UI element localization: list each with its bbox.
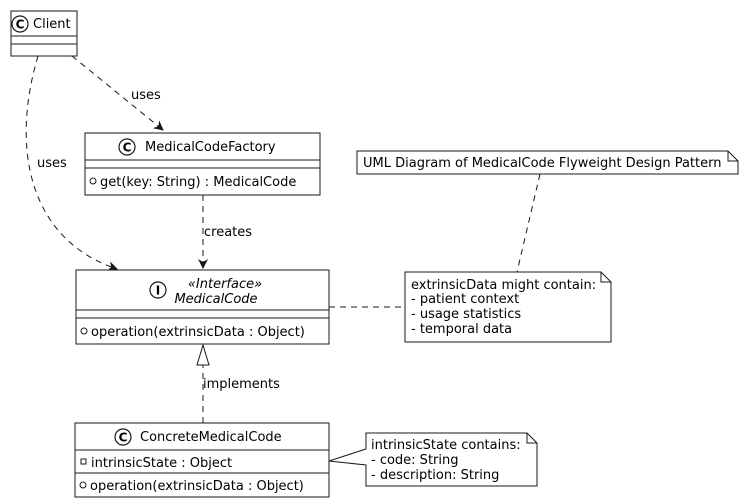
note-line: - code: String <box>371 453 458 468</box>
public-visibility-icon <box>80 327 88 335</box>
edge-label-client-interface: uses <box>37 156 67 171</box>
interface-medical-code[interactable]: I «Interface» MedicalCode operation(extr… <box>75 269 330 345</box>
edge-client-interface <box>25 55 118 271</box>
public-visibility-icon <box>79 481 87 489</box>
note-link-title-extrinsic <box>516 173 541 273</box>
attribute-intrinsic-state: intrinsicState : Object <box>91 456 232 471</box>
note-intrinsic-state: intrinsicState contains: - code: String … <box>328 432 538 487</box>
class-name: MedicalCodeFactory <box>145 140 276 155</box>
note-line: extrinsicData might contain: <box>411 278 596 293</box>
realization-triangle <box>196 343 210 366</box>
edge-label-factory-interface: creates <box>204 225 252 240</box>
interface-i-icon-glyph: I <box>156 284 160 298</box>
note-line: - temporal data <box>411 322 512 337</box>
class-c-icon-glyph: C <box>16 18 25 32</box>
class-c-icon <box>114 428 132 446</box>
note-line: - description: String <box>371 468 499 483</box>
class-c-icon <box>11 15 29 33</box>
note-line: intrinsicState contains: <box>371 438 521 453</box>
method-operation: operation(extrinsicData : Object) <box>90 479 304 494</box>
class-name: Client <box>33 17 71 32</box>
edge-label-concrete-interface: implements <box>203 377 280 392</box>
class-name: ConcreteMedicalCode <box>140 430 282 445</box>
interface-i-icon <box>149 281 167 299</box>
note-title-text: UML Diagram of MedicalCode Flyweight Des… <box>363 156 721 171</box>
private-visibility-icon <box>80 458 87 465</box>
public-visibility-icon <box>89 177 97 185</box>
note-line: - usage statistics <box>411 307 521 322</box>
class-c-icon-glyph: C <box>119 431 128 445</box>
method-operation: operation(extrinsicData : Object) <box>91 325 305 340</box>
note-line: - patient context <box>411 292 519 307</box>
note-title: UML Diagram of MedicalCode Flyweight Des… <box>356 150 739 175</box>
note-extrinsic-data: extrinsicData might contain: - patient c… <box>404 271 612 343</box>
edge-client-factory <box>71 55 164 131</box>
class-medical-code-factory[interactable]: C MedicalCodeFactory get(key: String) : … <box>84 132 321 196</box>
interface-stereotype: «Interface» <box>188 277 262 292</box>
class-c-icon <box>118 138 136 156</box>
interface-name: MedicalCode <box>174 292 257 307</box>
class-concrete-medical-code[interactable]: C ConcreteMedicalCode intrinsicState : O… <box>74 422 330 498</box>
class-client[interactable]: C Client <box>10 10 78 57</box>
method-get: get(key: String) : MedicalCode <box>100 175 296 190</box>
edge-label-client-factory: uses <box>131 88 161 103</box>
class-c-icon-glyph: C <box>123 141 132 155</box>
